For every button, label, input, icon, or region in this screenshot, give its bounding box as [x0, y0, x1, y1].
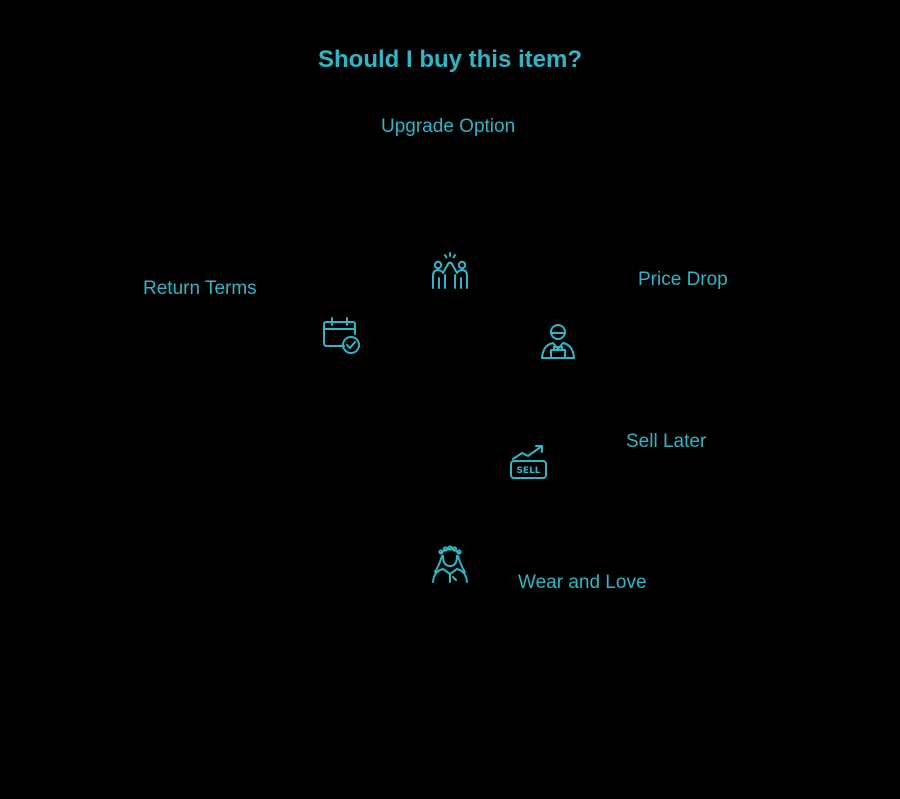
sell-chart-icon: SELL	[509, 442, 549, 482]
label-upgrade-option: Upgrade Option	[381, 116, 516, 137]
label-sell-later: Sell Later	[626, 431, 707, 452]
label-return-terms: Return Terms	[143, 278, 257, 299]
label-price-drop: Price Drop	[638, 269, 728, 290]
page-title: Should I buy this item?	[318, 46, 582, 73]
shopper-icon	[539, 322, 579, 362]
svg-text:SELL: SELL	[516, 466, 540, 476]
label-wear-and-love: Wear and Love	[518, 572, 647, 593]
high-five-icon	[430, 251, 470, 291]
bride-icon	[430, 544, 470, 584]
calendar-check-icon	[322, 316, 362, 356]
